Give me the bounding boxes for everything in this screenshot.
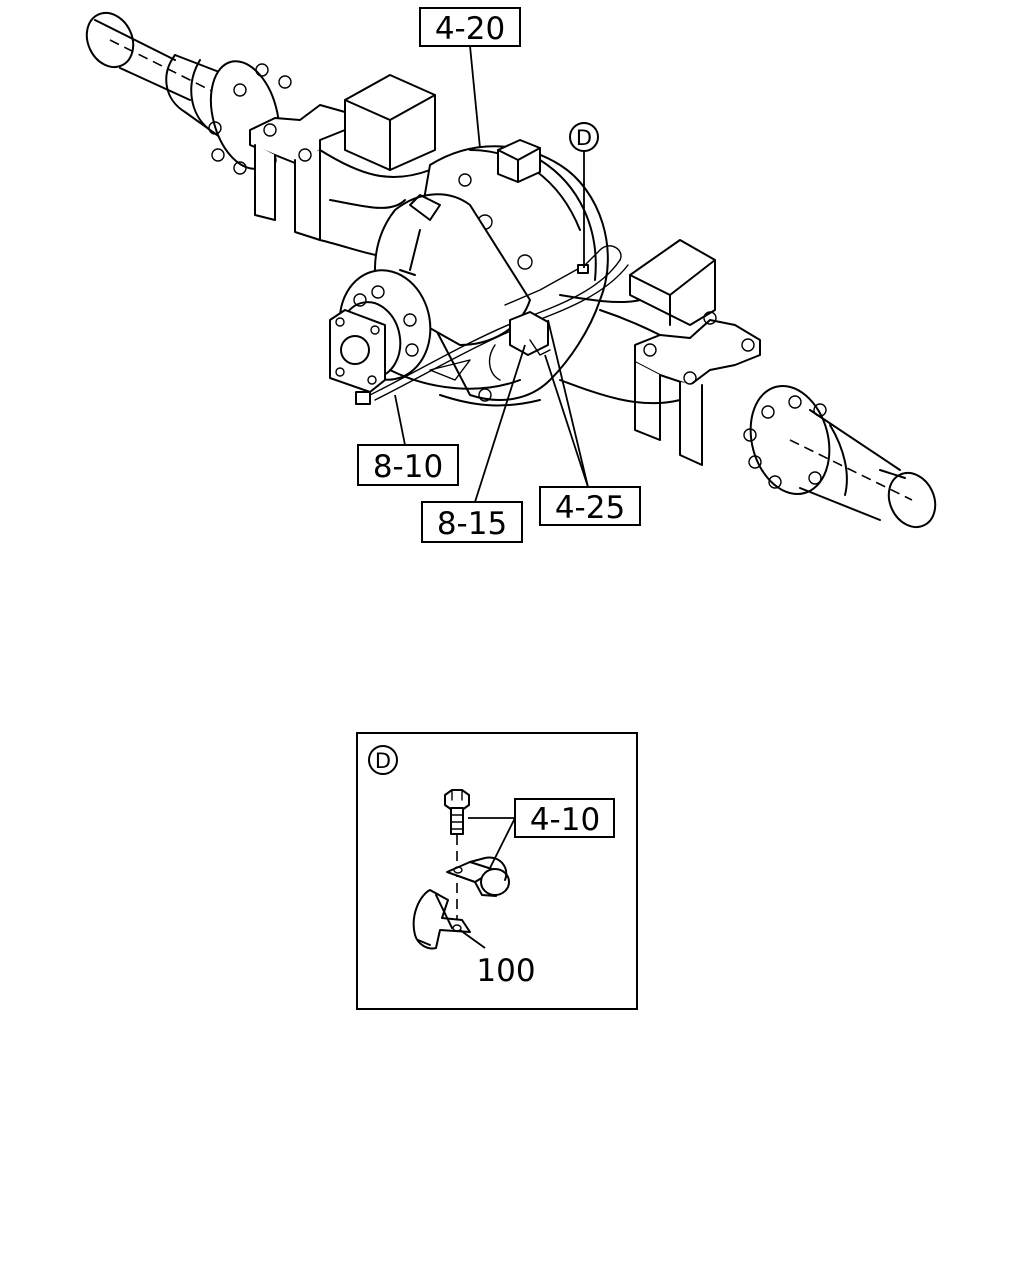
- right-housing-tube: [559, 379, 681, 405]
- callout-8-15: 8-15: [421, 344, 526, 543]
- detail-d-marker-label: D: [576, 126, 592, 150]
- right-spring-seat: [629, 239, 761, 466]
- callout-100: 100: [459, 929, 536, 989]
- inset-d-marker-label: D: [375, 749, 391, 773]
- callout-4-25-label: 4-25: [555, 490, 625, 526]
- axle-assembly-drawing: D: [85, 11, 937, 529]
- callout-100-label: 100: [476, 953, 535, 989]
- bolt-icon: [444, 789, 470, 928]
- right-axle-shaft: [743, 384, 937, 529]
- callout-4-20: 4-20: [419, 7, 521, 149]
- callout-8-10: 8-10: [357, 394, 459, 486]
- left-housing-tube: [319, 149, 431, 179]
- left-spring-seat: [249, 74, 436, 241]
- bracket-icon: [412, 889, 471, 950]
- detail-inset-d: D 4-10: [356, 732, 638, 1010]
- callout-8-15-label: 8-15: [437, 506, 507, 542]
- wiring-harness: [355, 245, 629, 405]
- pinion-carrier: [329, 193, 531, 393]
- callout-4-25: 4-25: [539, 319, 641, 526]
- callout-4-20-label: 4-20: [435, 11, 505, 47]
- housing-lower-contour: [389, 369, 521, 390]
- callout-4-10: 4-10: [468, 798, 615, 869]
- detail-d-marker-circle: [569, 122, 599, 152]
- inset-d-marker-circle: [368, 745, 398, 775]
- callout-4-10-label: 4-10: [530, 802, 600, 838]
- callout-8-10-label: 8-10: [373, 449, 443, 485]
- clip-clamp-icon: [446, 856, 510, 897]
